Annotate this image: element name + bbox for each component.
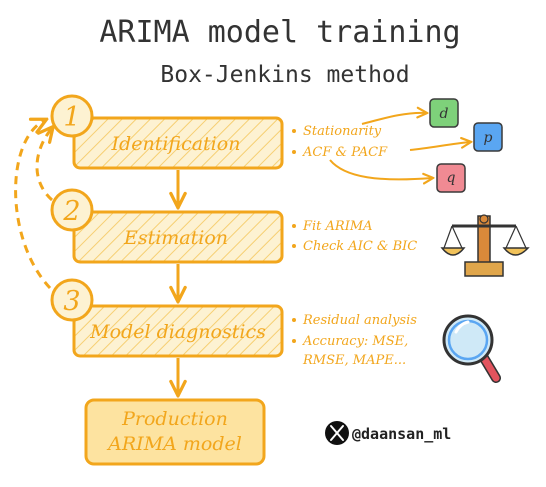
note-stationarity: Stationarity — [303, 124, 382, 139]
magnifying-glass-icon — [442, 314, 501, 383]
x-logo-icon — [325, 421, 349, 445]
bullet-dot — [292, 150, 296, 154]
bullet-dot — [292, 339, 296, 343]
param-label-q: q — [447, 170, 456, 186]
step-box-diagnostics — [72, 304, 284, 358]
param-box-p — [473, 122, 503, 152]
note-rmse-mape: RMSE, MAPE... — [302, 353, 406, 368]
note-acf-pacf: ACF & PACF — [302, 145, 388, 160]
step-label-diagnostics: Model diagnostics — [89, 321, 266, 343]
note-residual-analysis: Residual analysis — [302, 313, 417, 328]
production-label-line2: ARIMA model — [106, 433, 242, 455]
feedback-arrow-from-estimation — [35, 128, 52, 202]
production-label-line1: Production — [121, 408, 228, 430]
arrow-to-p — [409, 142, 470, 151]
bullet-dot — [292, 224, 296, 228]
production-box — [84, 398, 266, 466]
step-label-identification: Identification — [111, 133, 241, 155]
param-label-d: d — [440, 106, 449, 122]
step-label-estimation: Estimation — [123, 227, 228, 249]
param-box-d — [429, 98, 459, 128]
param-box-q — [436, 163, 466, 193]
step-number-circle-2 — [50, 188, 94, 232]
bullet-dot — [292, 129, 296, 133]
arrow-to-d — [361, 113, 426, 125]
note-fit-arima: Fit ARIMA — [302, 219, 373, 234]
bullet-dot — [292, 244, 296, 248]
bullet-dot — [292, 318, 296, 322]
note-check-aic-bic: Check AIC & BIC — [303, 239, 417, 254]
diagram-subtitle: Box-Jenkins method — [160, 62, 409, 88]
arrow-to-q — [329, 159, 432, 179]
step-box-estimation — [72, 210, 284, 264]
feedback-arrow-from-diagnostics — [14, 120, 52, 290]
step-number-1: 1 — [63, 102, 80, 133]
param-label-p: p — [484, 130, 493, 146]
step-number-circle-3 — [50, 278, 94, 322]
step-box-identification — [72, 116, 284, 170]
note-accuracy: Accuracy: MSE, — [302, 334, 408, 349]
step-number-3: 3 — [63, 286, 80, 317]
step-number-2: 2 — [62, 196, 80, 227]
step-number-circle-1 — [50, 94, 94, 138]
author-handle: @daansan_ml — [352, 425, 451, 443]
balance-scale-icon — [440, 214, 530, 277]
diagram-title: ARIMA model training — [99, 15, 460, 50]
